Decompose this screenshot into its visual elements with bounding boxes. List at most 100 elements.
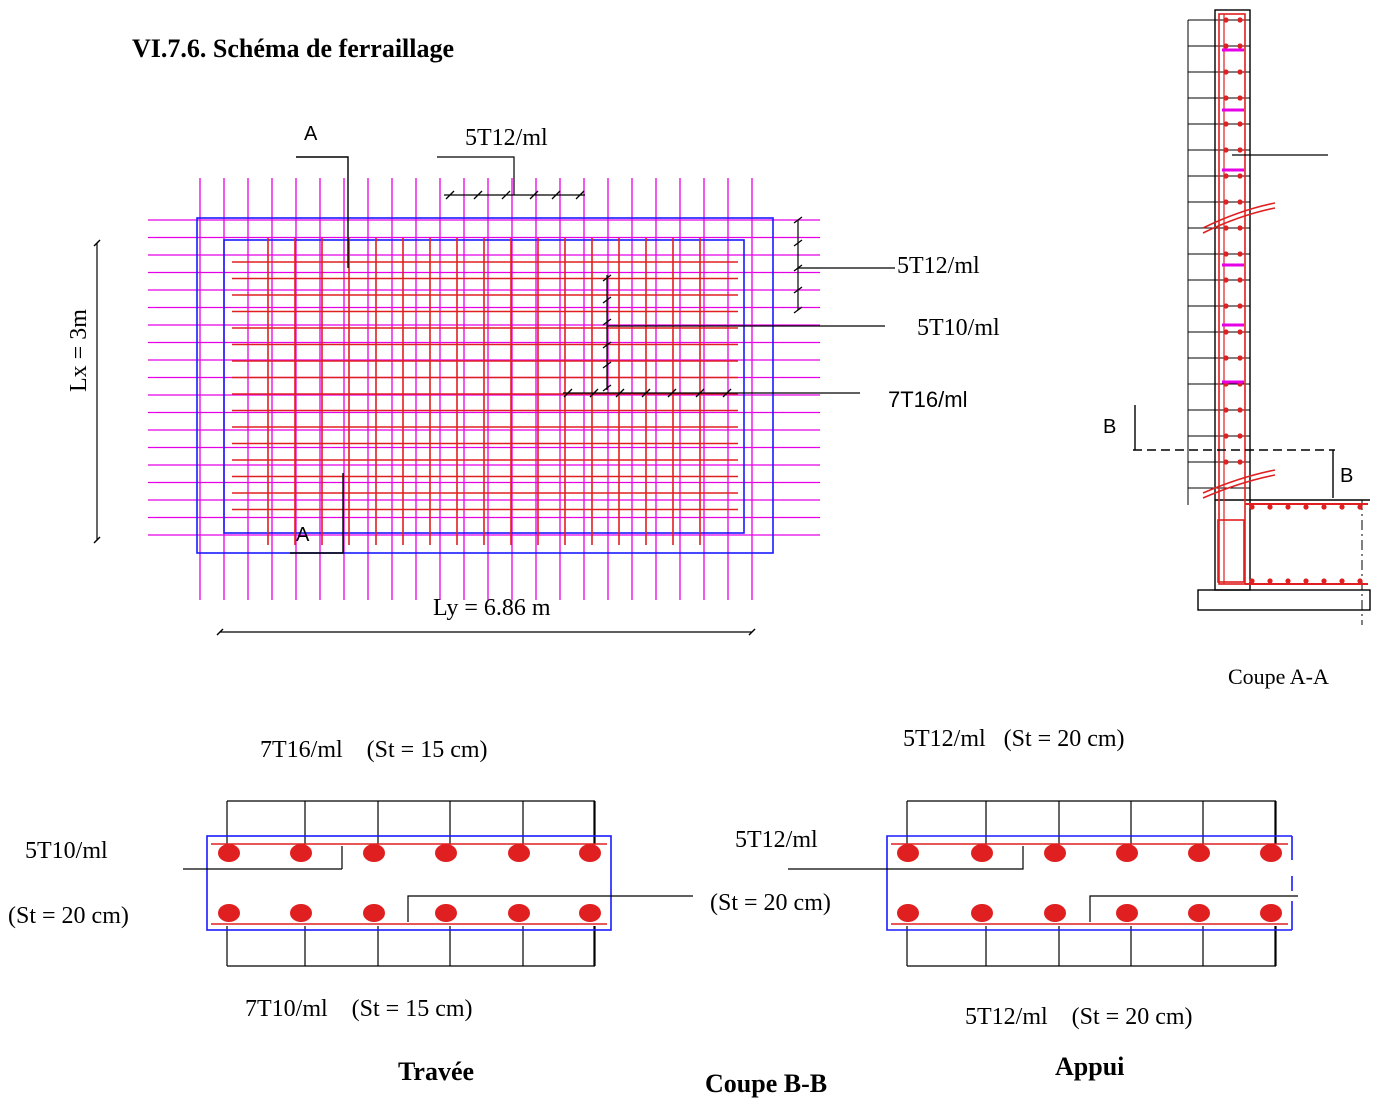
rebar-section-bottom bbox=[508, 904, 530, 922]
tick-mark bbox=[615, 388, 625, 398]
tick-mark bbox=[793, 306, 803, 314]
section-marker-top: A bbox=[304, 123, 318, 145]
rebar-dot bbox=[1357, 578, 1363, 584]
rebar-section-top bbox=[508, 844, 530, 862]
label-right-bars: 5T12/ml bbox=[897, 253, 980, 279]
rebar-dot bbox=[1223, 95, 1229, 101]
rebar-section-top bbox=[1044, 844, 1066, 862]
span-bars-grid bbox=[232, 238, 738, 545]
rebar-section-bottom bbox=[218, 904, 240, 922]
wall-rebar-cage bbox=[1218, 13, 1246, 585]
rebar-dot bbox=[1285, 578, 1291, 584]
rebar-dot bbox=[1237, 303, 1243, 309]
rebar-dot bbox=[1249, 504, 1255, 510]
caption-coupe-aa: Coupe A-A bbox=[1228, 664, 1329, 689]
rebar-section-bottom bbox=[1188, 904, 1210, 922]
appui-title: Appui bbox=[1055, 1052, 1124, 1081]
tick-mark bbox=[473, 190, 483, 200]
rebar-section-bottom bbox=[1260, 904, 1282, 922]
tick-mark bbox=[501, 190, 511, 200]
tick-mark bbox=[695, 388, 705, 398]
rebar-section-top bbox=[1188, 844, 1210, 862]
rebar-dot bbox=[1223, 303, 1229, 309]
tick-mark bbox=[445, 190, 455, 200]
travee-leader-bottom bbox=[407, 895, 693, 922]
dimension-label-lx: Lx = 3m bbox=[66, 309, 92, 392]
rebar-section-top bbox=[218, 844, 240, 862]
rebar-dot bbox=[1237, 43, 1243, 49]
rebar-dot bbox=[1237, 121, 1243, 127]
slab-outline-outer bbox=[196, 217, 774, 554]
rebar-dot bbox=[1237, 95, 1243, 101]
dimension-tick-ly-right bbox=[748, 628, 756, 636]
appui-leader-bottom bbox=[1089, 895, 1298, 922]
rebar-dot bbox=[1223, 407, 1229, 413]
break-line-upper-1 bbox=[1202, 207, 1276, 234]
rebar-dot bbox=[1285, 504, 1291, 510]
tick-mark bbox=[793, 216, 803, 224]
tick-mark bbox=[529, 190, 539, 200]
wall-rebars bbox=[1217, 13, 1368, 585]
rebar-dot bbox=[1267, 504, 1273, 510]
travee-title: Travée bbox=[398, 1057, 474, 1086]
tick-mark bbox=[602, 361, 612, 369]
rebar-dot bbox=[1237, 407, 1243, 413]
appui-left-spacing: (St = 20 cm) bbox=[710, 890, 831, 916]
rebar-section-top bbox=[897, 844, 919, 862]
tick-marks-top bbox=[445, 190, 585, 200]
caption-coupe-bb: Coupe B-B bbox=[705, 1069, 827, 1098]
rebar-dot bbox=[1237, 329, 1243, 335]
rebar-dot bbox=[1267, 578, 1273, 584]
rebar-dot bbox=[1321, 504, 1327, 510]
dimension-tick-ly-left bbox=[216, 628, 224, 636]
appui-top-label: 5T12/ml (St = 20 cm) bbox=[903, 726, 1125, 752]
tick-mark bbox=[667, 388, 677, 398]
rebar-section-top bbox=[1116, 844, 1138, 862]
rebar-dot bbox=[1223, 121, 1229, 127]
section-aa-view: B B Coupe A-A bbox=[1103, 9, 1371, 689]
section-marker-b-right: B bbox=[1340, 465, 1353, 487]
break-line-upper-2 bbox=[1202, 202, 1276, 229]
rebar-dot bbox=[1339, 504, 1345, 510]
section-cut-top bbox=[296, 156, 349, 268]
rebar-dot bbox=[1223, 17, 1229, 23]
appui-left-label: 5T12/ml bbox=[735, 827, 818, 853]
travee-bottom-label: 7T10/ml (St = 15 cm) bbox=[245, 996, 473, 1022]
section-outline bbox=[886, 835, 1292, 931]
section-bb-appui bbox=[886, 800, 1293, 967]
rebar-dot bbox=[1237, 17, 1243, 23]
appui-bottom-label: 5T12/ml (St = 20 cm) bbox=[965, 1004, 1193, 1030]
rebar-dot bbox=[1223, 199, 1229, 205]
rebar-dot bbox=[1223, 277, 1229, 283]
rebar-dot bbox=[1223, 355, 1229, 361]
label-span-horizontal: 7T16/ml bbox=[888, 387, 967, 412]
section-heading: VI.7.6. Schéma de ferraillage bbox=[132, 34, 454, 63]
break-line-lower-2 bbox=[1202, 469, 1276, 494]
section-marker-b-left: B bbox=[1103, 416, 1116, 438]
rebar-dot bbox=[1223, 173, 1229, 179]
rebar-dot bbox=[1357, 504, 1363, 510]
tick-mark bbox=[602, 274, 612, 282]
tick-mark bbox=[602, 384, 612, 392]
corner-rebar-cage bbox=[1217, 519, 1245, 583]
tick-mark bbox=[793, 286, 803, 294]
rebar-dot bbox=[1237, 251, 1243, 257]
rebar-dot bbox=[1223, 43, 1229, 49]
rebar-dot bbox=[1237, 147, 1243, 153]
tick-marks-span-horizontal bbox=[563, 388, 732, 398]
rebar-dot bbox=[1223, 69, 1229, 75]
rebar-dot bbox=[1223, 225, 1229, 231]
rebar-section-bottom bbox=[290, 904, 312, 922]
rebar-section-top bbox=[1260, 844, 1282, 862]
label-span-vertical: 5T10/ml bbox=[917, 315, 1000, 341]
travee-left-label: 5T10/ml bbox=[25, 838, 108, 864]
rebar-dot bbox=[1223, 329, 1229, 335]
rebar-dot bbox=[1237, 173, 1243, 179]
rebar-section-top bbox=[435, 844, 457, 862]
rebar-dot bbox=[1237, 355, 1243, 361]
section-bb-travee bbox=[206, 800, 612, 967]
rebar-section-bottom bbox=[971, 904, 993, 922]
rebar-dot bbox=[1223, 147, 1229, 153]
